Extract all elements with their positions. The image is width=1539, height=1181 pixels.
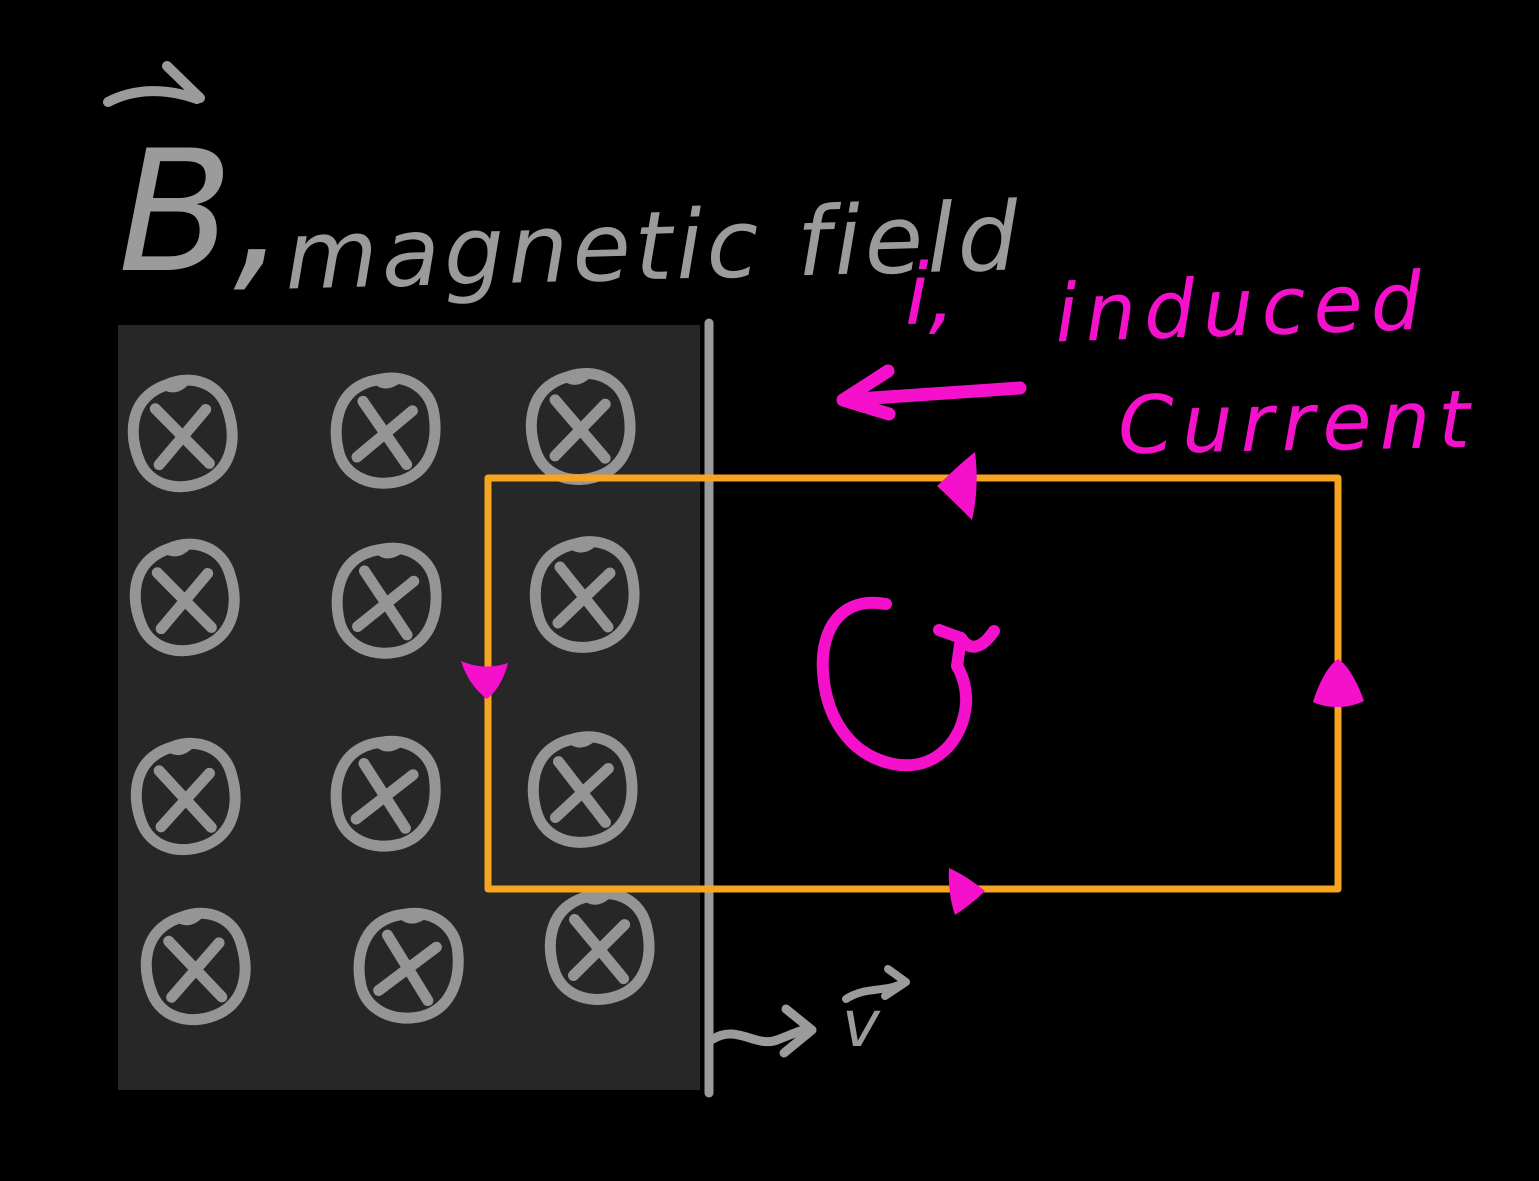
b-vector-hat-icon xyxy=(103,61,205,107)
current-arrow-left-icon xyxy=(461,661,508,699)
induced-current-rotation-icon xyxy=(816,596,1000,772)
b-field-symbol-label: B, xyxy=(118,114,287,310)
velocity-arrow-icon xyxy=(708,1004,817,1058)
induced-current-symbol-label: i, xyxy=(905,246,956,345)
velocity-symbol-label: v xyxy=(842,988,880,1062)
induced-current-word1-label: induced xyxy=(1053,254,1431,361)
velocity-vector-hat-icon xyxy=(842,965,910,1003)
induced-current-word2-label: Current xyxy=(1117,372,1479,473)
current-arrow-bottom-icon xyxy=(948,868,985,915)
current-arrow-top-icon xyxy=(937,452,977,520)
induced-current-arrow-icon xyxy=(836,364,1027,421)
current-arrow-right-icon xyxy=(1313,659,1364,708)
